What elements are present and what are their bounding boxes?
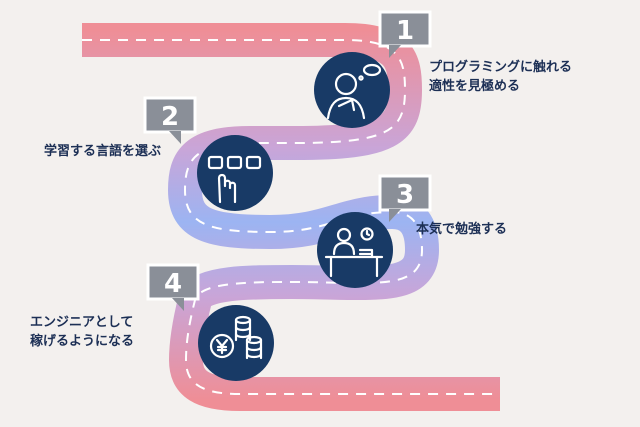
step-1-number: 1 [396,16,414,46]
step-4-label: エンジニアとして 稼げるようになる [30,313,134,351]
step-4-number: 4 [164,269,182,299]
step-1-label-line-1: プログラミングに触れる [429,60,573,75]
step-3-label-line-1: 本気で勉強する [416,222,508,237]
step-1-badge: 1 [378,10,432,58]
step-3-number: 3 [396,180,414,210]
step-4-label-line-1: エンジニアとして [30,315,134,330]
step-1-label: プログラミングに触れる 適性を見極める [429,58,572,96]
step-4-icon-circle [198,305,274,381]
thinking-person-icon [326,63,382,120]
step-4-badge: 4 [146,263,200,311]
step-2-label-line-1: 学習する言語を選ぶ [44,144,162,159]
step-2-icon-circle [197,135,273,211]
step-1-icon-circle [314,52,390,128]
step-1-label-line-2: 適性を見極める [429,79,521,94]
yen-coins-icon [209,315,263,360]
step-3-label: 本気で勉強する [416,220,507,239]
step-2-label: 学習する言語を選ぶ [44,142,161,161]
step-2-number: 2 [161,102,179,132]
step-3-badge: 3 [378,174,432,222]
hand-pointing-keys-icon [207,155,262,204]
step-3-icon-circle [317,212,393,288]
step-4-label-line-2: 稼げるようになる [30,334,135,349]
person-studying-desk-icon [324,227,384,278]
step-2-badge: 2 [143,96,197,144]
